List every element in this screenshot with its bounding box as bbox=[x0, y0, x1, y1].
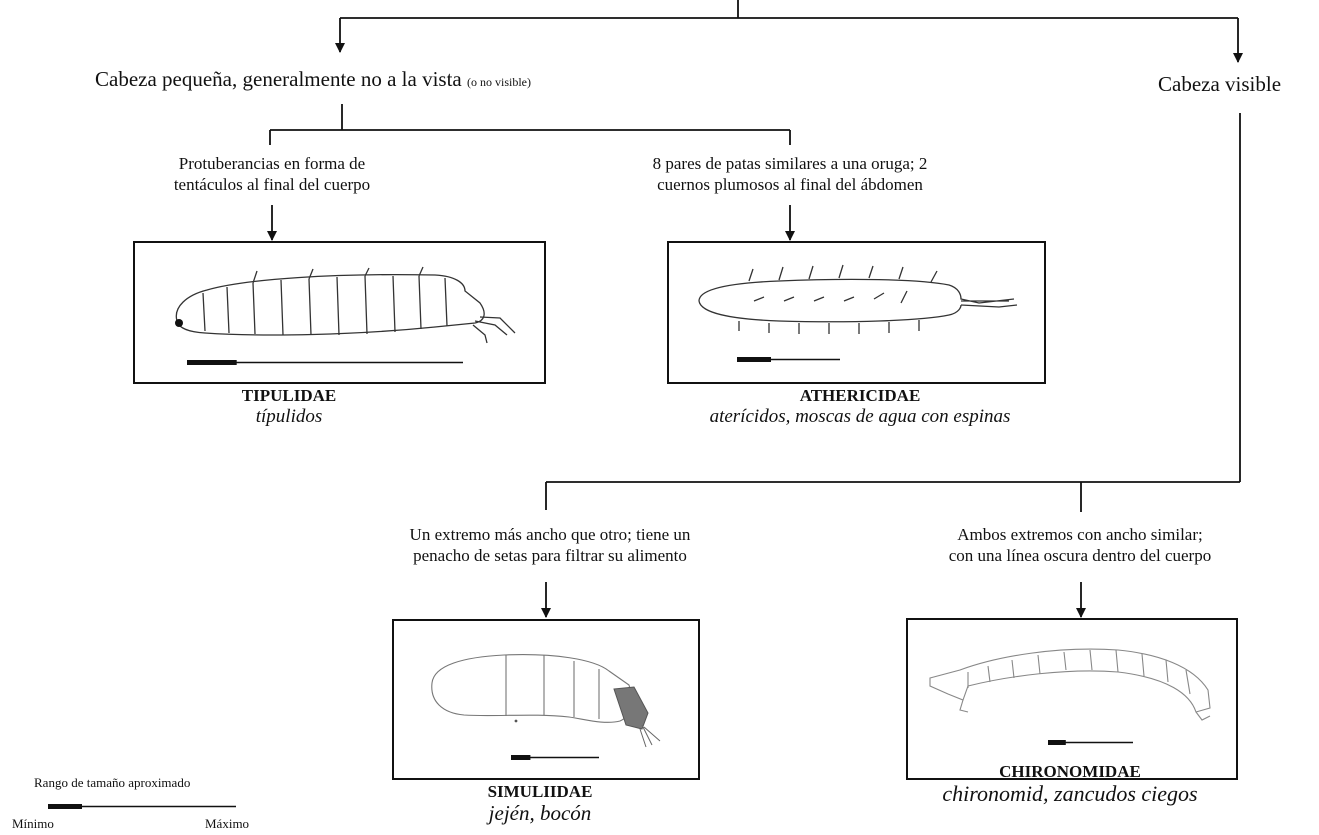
head-visible-label: Cabeza visible bbox=[1158, 72, 1282, 96]
chironomidae-label: CHIRONOMIDAE chironomid, zancudos ciegos bbox=[890, 762, 1250, 806]
chironomidae-family-name: CHIRONOMIDAE bbox=[999, 762, 1141, 781]
chironomidae-larva-illustration bbox=[929, 648, 1211, 745]
simuliidae-figure bbox=[392, 619, 700, 780]
athericidae-common-name: aterícidos, moscas de agua con espinas bbox=[709, 406, 1011, 427]
legend-title: Rango de tamaño aproximado bbox=[34, 775, 191, 790]
legend-max-label: Máximo bbox=[205, 816, 250, 831]
simuliidae-fan-mark bbox=[613, 686, 649, 730]
athericidae-figure bbox=[667, 241, 1046, 384]
legend-min-label: Mínimo bbox=[12, 816, 54, 831]
chironomidae-trait: Ambos extremos con ancho similar; con un… bbox=[948, 525, 1212, 565]
athericidae-larva-illustration bbox=[698, 264, 1018, 362]
head-small-note: (o no visible) bbox=[467, 75, 531, 89]
simuliidae-trait: Un extremo más ancho que otro; tiene un … bbox=[409, 525, 691, 565]
chironomidae-common-name: chironomid, zancudos ciegos bbox=[942, 781, 1198, 806]
tipulidae-trait: Protuberancias en forma de tentáculos al… bbox=[173, 154, 371, 194]
tipulidae-figure bbox=[133, 241, 546, 384]
tipulidae-label: TIPULIDAE típulidos bbox=[189, 386, 389, 428]
simuliidae-label: SIMULIIDAE jején, bocón bbox=[440, 782, 640, 824]
simuliidae-larva-illustration bbox=[431, 654, 661, 760]
chironomidae-figure bbox=[906, 618, 1238, 780]
simuliidae-family-name: SIMULIIDAE bbox=[487, 782, 593, 801]
tipulidae-larva-illustration bbox=[175, 266, 516, 365]
head-small-label: Cabeza pequeña, generalmente no a la vis… bbox=[95, 67, 531, 91]
athericidae-trait: 8 pares de patas similares a una oruga; … bbox=[652, 154, 928, 194]
simuliidae-common-name: jején, bocón bbox=[488, 801, 592, 825]
athericidae-label: ATHERICIDAE aterícidos, moscas de agua c… bbox=[650, 386, 1070, 428]
athericidae-family-name: ATHERICIDAE bbox=[799, 386, 921, 405]
tipulidae-common-name: típulidos bbox=[255, 406, 323, 427]
tipulidae-head-mark bbox=[175, 319, 183, 327]
tipulidae-family-name: TIPULIDAE bbox=[241, 386, 337, 405]
